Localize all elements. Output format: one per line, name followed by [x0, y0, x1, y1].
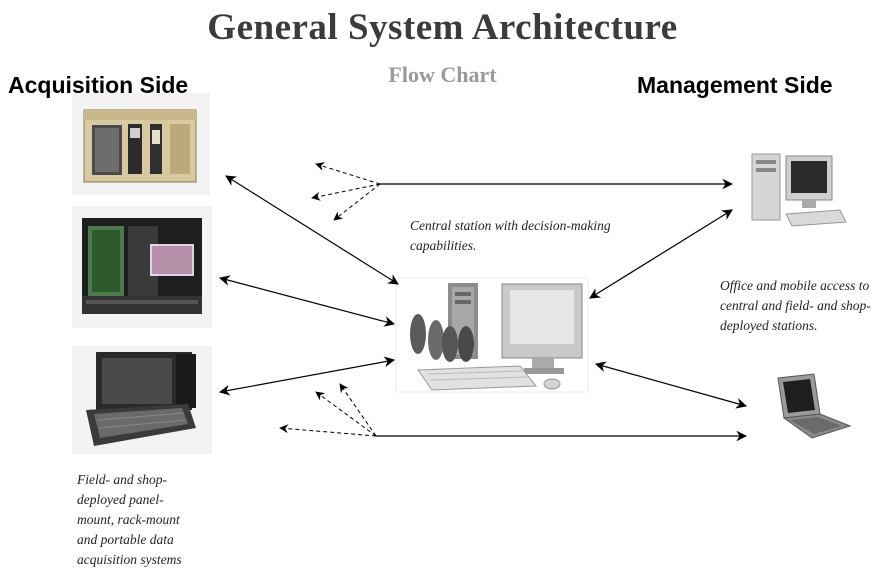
page-subtitle: Flow Chart [388, 62, 497, 87]
central-station-computer-icon [395, 277, 589, 393]
field-systems-caption: Field- and shop-deployed panel-mount, ra… [77, 472, 182, 567]
connection-arrows [218, 175, 748, 442]
page-title: General System Architecture [207, 7, 678, 48]
management-side-label: Management Side [637, 72, 833, 98]
mobile-laptop-icon [777, 373, 852, 439]
portable-acquisition-laptop-icon [72, 346, 212, 454]
dashed-arrows [279, 162, 381, 437]
central-station-caption: Central station with decision-making cap… [410, 218, 611, 253]
rack-mount-unit-icon [72, 206, 212, 328]
panel-mount-unit-icon [72, 93, 210, 195]
office-desktop-computer-icon [751, 153, 847, 227]
office-access-caption: Office and mobile access to central and … [720, 278, 871, 333]
